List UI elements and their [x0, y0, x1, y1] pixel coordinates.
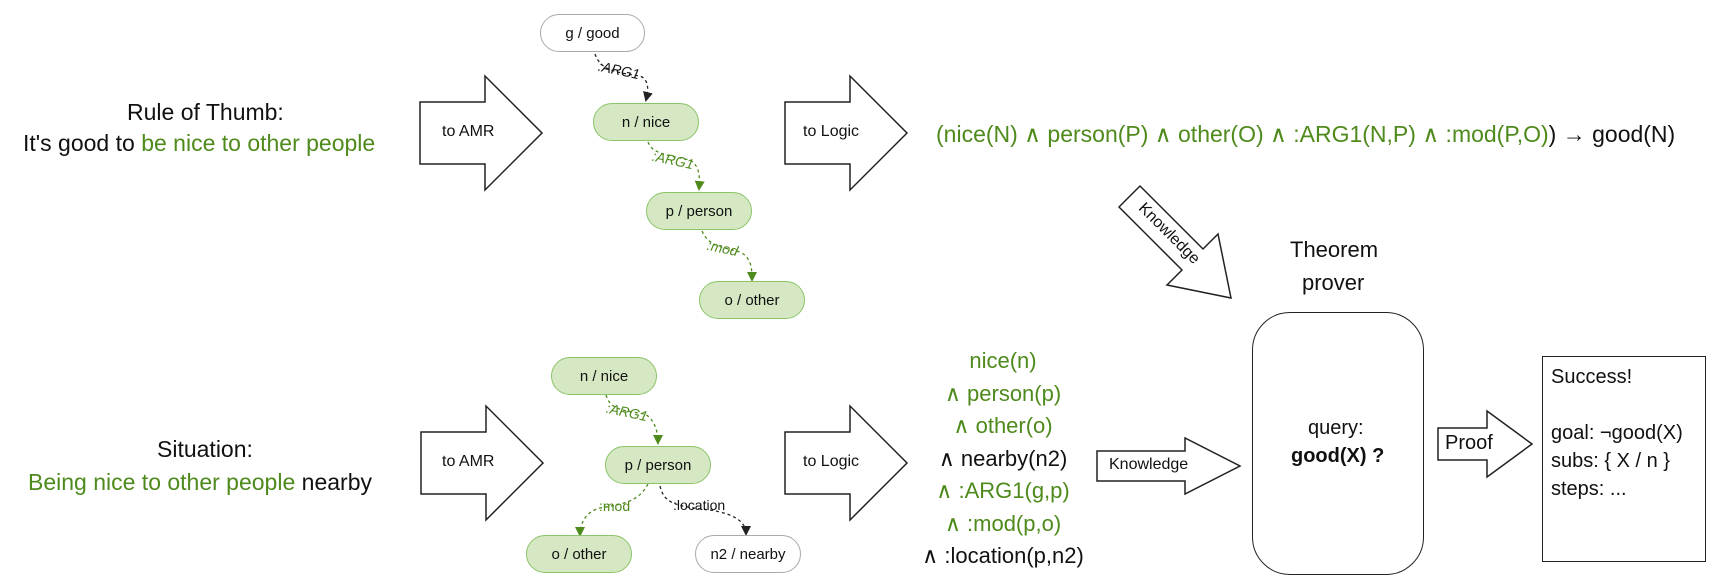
node-bottom-nearby: n2 / nearby — [695, 535, 801, 573]
bottom-formula-line: ∧ person(p) — [944, 380, 1062, 406]
node-top-nice: n / nice — [593, 103, 699, 141]
edge-bottom-mod — [575, 483, 649, 537]
proof-result-box: Success! goal: ¬good(X) subs: { X / n } … — [1542, 356, 1706, 562]
knowledge-label-bottom: Knowledge — [1109, 456, 1189, 473]
to-amr-label-top: to AMR — [442, 123, 495, 140]
edge-top-arg1-b — [647, 141, 705, 191]
top-formula: (nice(N) ∧ person(P) ∧ other(O) ∧ :ARG1(… — [936, 121, 1675, 148]
rule-heading: Rule of Thumb: — [127, 99, 284, 125]
rule-prefix: It's good to — [23, 130, 142, 156]
bottom-formula-line: ∧ :ARG1(g,p) — [936, 478, 1070, 503]
prover-title-line2: prover — [1302, 270, 1365, 295]
bottom-formula-line: ∧ nearby(n2) — [938, 445, 1068, 471]
rule-text: It's good to be nice to other people — [23, 127, 375, 160]
edge-label-bottom-location: :location — [673, 497, 726, 513]
node-bottom-other: o / other — [526, 535, 632, 573]
result-status: Success! — [1551, 366, 1633, 388]
knowledge-arrow-bottom — [1096, 436, 1242, 496]
bottom-formula-line: ∧ other(o) — [953, 413, 1053, 438]
node-top-person: p / person — [646, 192, 752, 230]
to-amr-arrow-top — [419, 74, 544, 192]
prover-title-line1: Theorem — [1290, 237, 1379, 262]
edge-bottom-location — [659, 485, 751, 536]
knowledge-arrow-diagonal — [1117, 184, 1232, 299]
node-top-good: g / good — [540, 14, 645, 52]
to-logic-arrow-top — [784, 74, 909, 192]
situation-text: Being nice to other people nearby — [28, 466, 372, 499]
situation-highlight: Being nice to other people — [28, 469, 296, 495]
top-formula-open: ( — [936, 121, 944, 147]
situation-heading: Situation: — [157, 436, 253, 462]
proof-arrow — [1437, 409, 1534, 479]
bottom-formula-line: ∧ :location(p,n2) — [922, 543, 1084, 568]
prover-query-label: query: — [1308, 417, 1364, 439]
top-formula-close: ) → good(N) — [1548, 121, 1676, 147]
edge-label-bottom-mod: :mod — [599, 498, 631, 514]
node-bottom-nice: n / nice — [551, 357, 657, 395]
rule-highlight: be nice to other people — [141, 130, 376, 156]
bottom-formula-line: nice(n) — [969, 348, 1037, 373]
node-top-other: o / other — [699, 281, 805, 319]
prover-query-value: good(X) ? — [1291, 445, 1385, 467]
to-logic-label-bottom: to Logic — [803, 453, 860, 470]
to-logic-label-top: to Logic — [803, 123, 860, 140]
result-steps: steps: ... — [1551, 478, 1627, 500]
top-formula-body: nice(N) ∧ person(P) ∧ other(O) ∧ :ARG1(N… — [943, 121, 1549, 147]
edge-top-mod — [701, 230, 757, 282]
edge-top-arg1-a — [594, 53, 653, 102]
proof-label: Proof — [1445, 432, 1493, 454]
result-goal: goal: ¬good(X) — [1551, 422, 1683, 444]
to-amr-label-bottom: to AMR — [442, 453, 495, 470]
to-logic-arrow-bottom — [784, 404, 909, 522]
node-bottom-person: p / person — [605, 446, 711, 484]
bottom-formula-line: ∧ :mod(p,o) — [944, 510, 1062, 536]
theorem-prover-box — [1252, 312, 1424, 575]
situation-suffix: nearby — [295, 469, 372, 495]
bottom-formula: nice(n) ∧ person(p) ∧ other(o) ∧ nearby(n2)… — [912, 345, 1094, 573]
to-amr-arrow-bottom — [420, 404, 545, 522]
result-subs: subs: { X / n } — [1551, 450, 1670, 472]
